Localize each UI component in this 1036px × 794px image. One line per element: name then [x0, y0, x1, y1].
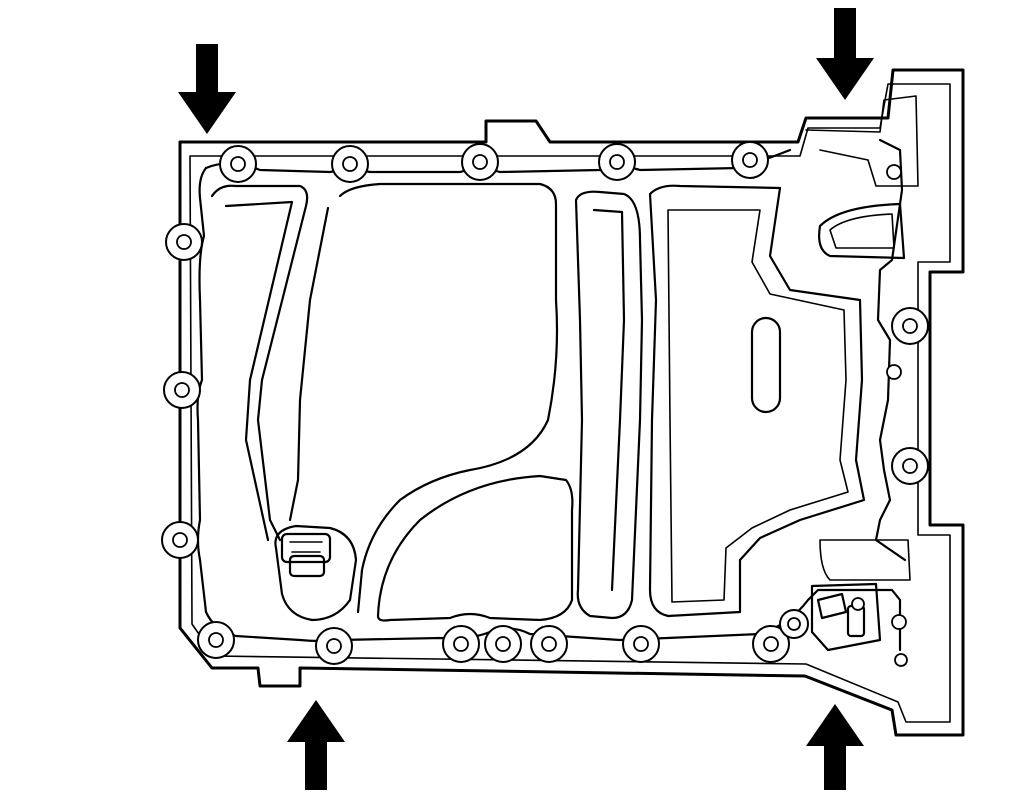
cover-flange-detail: [805, 95, 919, 187]
wedge-pocket-inner: [829, 213, 895, 249]
gasket-groove-right: [874, 138, 907, 562]
bolt-bosses: [161, 141, 929, 667]
oil-slot: [750, 316, 782, 414]
sump-pocket: [376, 474, 574, 622]
arrow-down-icon: [816, 8, 874, 100]
center-pocket: [338, 182, 559, 614]
bolt-hole: [742, 152, 758, 168]
bolt-hole: [472, 154, 488, 170]
rib-channel-b: [592, 208, 626, 592]
arrow-top-right: [816, 8, 874, 100]
sensor-body: [816, 592, 848, 620]
bolt-hole: [902, 458, 918, 474]
pan-outer-outline: [178, 68, 965, 737]
bolt-hole: [326, 638, 342, 654]
drain-plug-hex: [280, 532, 332, 564]
bolt-hole: [208, 632, 224, 648]
bolt-hole: [174, 382, 190, 398]
arrow-bottom-left: [287, 700, 345, 790]
sensor-housing: [810, 582, 882, 652]
arrow-up-icon: [287, 700, 345, 790]
sensor-cap: [851, 597, 865, 611]
arrow-top-left: [178, 44, 236, 134]
wedge-pocket: [818, 202, 906, 260]
bolt-hole: [453, 636, 469, 652]
bolt-hole: [342, 156, 358, 172]
arrow-bottom-right: [806, 704, 864, 790]
bolt-hole: [176, 234, 192, 250]
right-chamber: [648, 184, 866, 618]
bolt-hole: [894, 653, 908, 667]
bolt-hole: [787, 617, 801, 631]
drain-plug-nut: [288, 554, 326, 578]
bolt-hole: [886, 364, 902, 380]
bolt-hole: [763, 636, 779, 652]
bolt-hole: [230, 156, 246, 172]
bolt-hole: [633, 636, 649, 652]
drain-plug-housing: [274, 524, 358, 622]
gasket-groove: [196, 166, 902, 652]
bolt-hole: [609, 154, 625, 170]
bolt-hole: [495, 636, 511, 652]
arrow-down-icon: [178, 44, 236, 134]
right-chamber-inner: [667, 209, 849, 603]
bolt-hole: [172, 532, 188, 548]
left-rib-inner: [224, 200, 294, 542]
bolt-hole: [541, 636, 557, 652]
bolt-hole: [902, 318, 918, 334]
arrow-up-icon: [806, 704, 864, 790]
bolt-hole: [886, 164, 902, 180]
left-rib: [210, 184, 309, 542]
rib-channel-a: [574, 190, 644, 620]
pan-inner-outline: [189, 83, 951, 723]
center-pocket-inner: [288, 206, 330, 522]
bolt-hole: [891, 614, 907, 630]
lower-right-bracket: [819, 539, 911, 581]
